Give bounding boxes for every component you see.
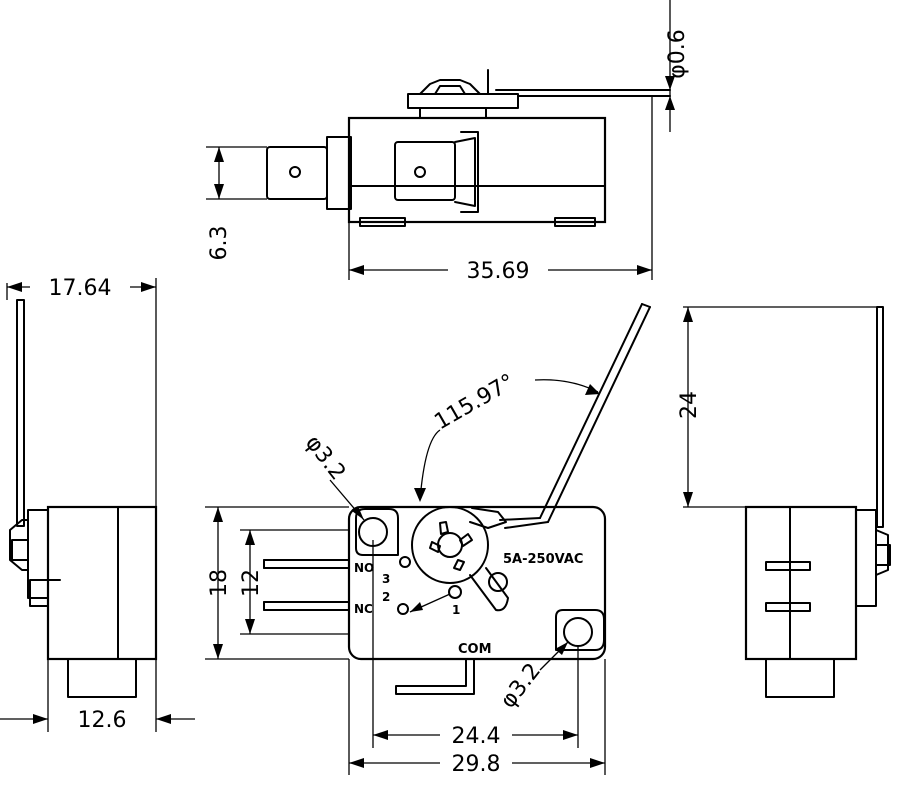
dim-body-width-label: 29.8 [452,752,501,777]
pin-1-label: 1 [452,603,460,617]
dim-lever-height: 24 [677,307,702,507]
top-view-actuator [407,69,671,119]
dim-hole-top-label: φ3.2 [300,431,350,485]
front-view: 5A-250VAC NO 3 NC 2 1 COM 18 12 φ3.2 [205,303,651,777]
dim-body-length-label: 35.69 [467,259,530,284]
actuator-lever [499,303,651,529]
left-view-body [46,505,158,661]
dim-side-body: 12.6 [0,659,195,733]
dim-wire-diameter-label: φ0.6 [665,29,690,79]
dim-lever-height-label: 24 [677,391,702,419]
dim-body-length: 35.69 [348,96,653,284]
dim-terminal-offset: 6.3 [206,146,267,261]
dim-hole-spacing: 24.4 [372,540,579,749]
top-view: φ0.6 6.3 35.69 [206,0,690,284]
right-side-view: 24 [677,306,891,698]
com-label: COM [458,642,492,657]
left-side-view: 17.64 12.6 [0,276,195,733]
pin-2-label: 2 [382,590,390,604]
dim-terminal-pitch-inner-label: 12 [239,569,264,597]
rating-label: 5A-250VAC [503,552,583,567]
dim-hole-bottom-label: φ3.2 [496,659,546,713]
dim-terminal-pitch: 18 12 [205,506,349,660]
dim-side-width: 17.64 [7,276,157,507]
dim-lever-angle-label: 115.97° [430,370,519,436]
dim-side-width-label: 17.64 [49,276,112,301]
right-view-body [744,505,858,661]
dim-terminal-offset-label: 6.3 [207,226,232,261]
nc-label: NC [354,602,373,616]
dim-terminal-pitch-outer-label: 18 [207,569,232,597]
actuator-rotor [411,506,509,612]
top-view-terminal-inner [394,131,479,213]
dim-side-body-label: 12.6 [78,708,127,733]
top-view-terminal-left [266,136,352,210]
pin-3-label: 3 [382,572,390,586]
dim-lever-angle: 115.97° [414,370,600,502]
dim-hole-spacing-label: 24.4 [452,724,501,749]
dim-body-width: 29.8 [348,659,606,777]
dim-wire-diameter: φ0.6 [665,0,690,132]
no-label: NO [354,561,374,575]
